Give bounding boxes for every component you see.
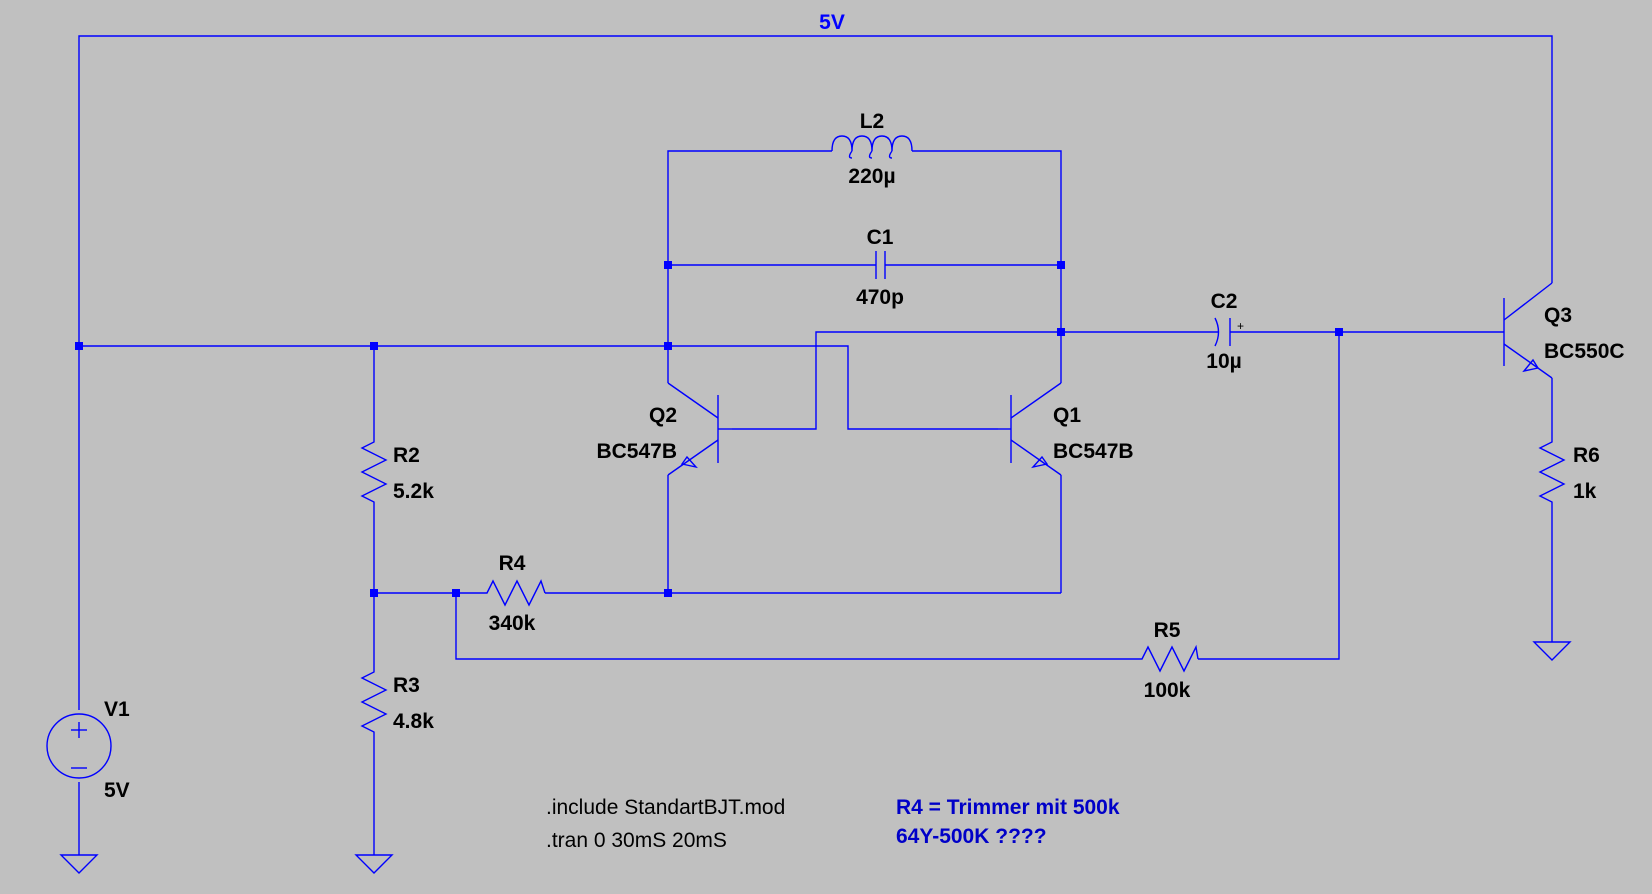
resistor-r5[interactable] (1136, 644, 1199, 673)
c2-value: 10µ (1206, 350, 1241, 373)
r3-value: 4.8k (393, 710, 434, 733)
junction (664, 342, 672, 350)
q2-value: BC547B (596, 440, 677, 463)
r6-name: R6 (1573, 444, 1600, 467)
wire-tank-left (667, 150, 832, 383)
wire-tank-right (912, 150, 1062, 383)
junction (370, 342, 378, 350)
junction (1057, 328, 1065, 336)
r2-value: 5.2k (393, 480, 434, 503)
junction (664, 261, 672, 269)
wire-q1b-q2c (668, 345, 998, 430)
transistor-q3[interactable] (1503, 282, 1553, 379)
l2-value: 220µ (848, 165, 895, 188)
l2-name: L2 (860, 110, 885, 133)
q1-value: BC547B (1053, 440, 1134, 463)
resistor-r4[interactable] (479, 579, 546, 607)
resistor-r2[interactable] (360, 432, 388, 504)
q3-name: Q3 (1544, 304, 1572, 327)
transistor-q1[interactable] (998, 382, 1062, 476)
r4-name: R4 (499, 552, 526, 575)
c1-name: C1 (867, 226, 894, 249)
wire-r5-right (1198, 332, 1340, 660)
voltage-source-v1[interactable] (46, 713, 112, 779)
spice-directive-tran[interactable]: .tran 0 30mS 20mS (546, 829, 727, 852)
resistor-r3[interactable] (360, 662, 388, 734)
junction (452, 589, 460, 597)
wire-r5-left (455, 593, 1136, 660)
capacitor-c1[interactable] (875, 251, 886, 279)
r5-value: 100k (1144, 679, 1191, 702)
q1-name: Q1 (1053, 404, 1081, 427)
ground-r3 (354, 854, 394, 874)
wires (78, 35, 1553, 855)
r2-name: R2 (393, 444, 420, 467)
inductor-l2[interactable] (831, 135, 913, 159)
resistor-r6[interactable] (1538, 432, 1566, 504)
comment-line-1[interactable]: R4 = Trimmer mit 500k (896, 796, 1120, 819)
transistor-q2[interactable] (667, 382, 732, 476)
r3-name: R3 (393, 674, 420, 697)
ground-v1 (59, 854, 99, 874)
junction (664, 589, 672, 597)
junction (1057, 261, 1065, 269)
q3-value: BC550C (1544, 340, 1625, 363)
r6-value: 1k (1573, 480, 1597, 503)
ground-r6 (1532, 641, 1572, 661)
v1-name: V1 (104, 698, 130, 721)
junctions (75, 261, 1343, 597)
junction (1335, 328, 1343, 336)
c1-value: 470p (856, 286, 904, 309)
spice-directive-include[interactable]: .include StandartBJT.mod (546, 796, 785, 819)
c2-polarity-mark: + (1237, 319, 1244, 333)
q2-name: Q2 (649, 404, 677, 427)
c2-name: C2 (1211, 290, 1238, 313)
junction (75, 342, 83, 350)
wire-5v-rail (78, 35, 1553, 346)
junction (370, 589, 378, 597)
wire-q2b-q1c (732, 331, 1061, 430)
comment-line-2[interactable]: 64Y-500K ???? (896, 825, 1047, 848)
r5-name: R5 (1154, 619, 1181, 642)
capacitor-c2[interactable]: + (1214, 317, 1244, 347)
net-label-5v: 5V (819, 11, 845, 34)
v1-value: 5V (104, 779, 130, 802)
r4-value: 340k (489, 612, 536, 635)
